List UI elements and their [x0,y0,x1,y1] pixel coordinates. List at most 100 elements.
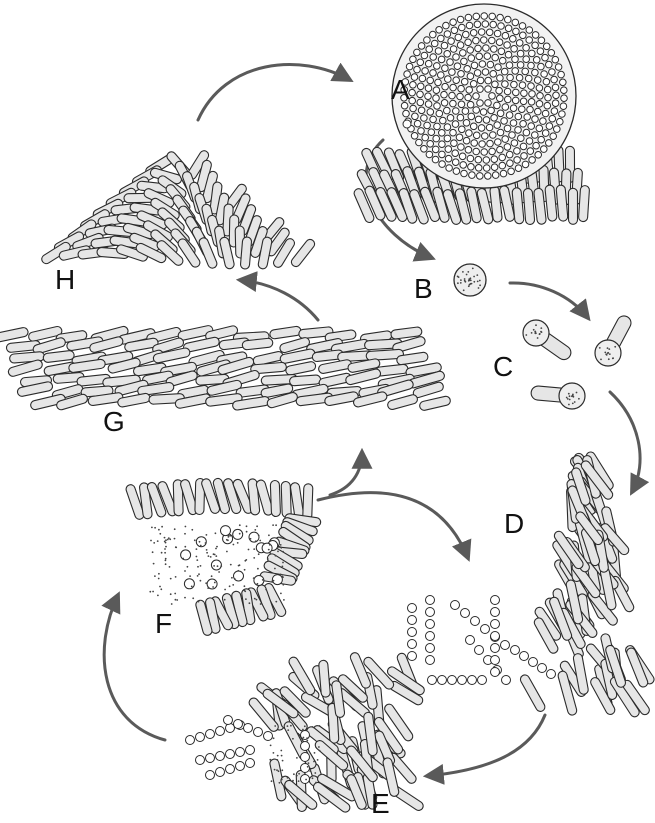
rod-cell [270,480,280,516]
stipple-dot [165,560,167,562]
stipple-dot [184,546,186,548]
round-cell [520,98,527,105]
round-cell [481,625,490,634]
round-cell [485,100,492,107]
round-cell [421,115,428,122]
round-cell [427,77,434,84]
rod-cell [269,326,301,340]
stipple-dot [237,570,239,572]
round-cell [517,50,524,57]
round-cell [485,173,492,180]
round-cell [494,122,501,129]
stipple-dot [280,593,282,595]
stipple-dot [175,576,177,578]
arrow-f-to-d [318,493,468,558]
round-cell [411,133,418,140]
round-cell [254,728,263,737]
round-cell [301,764,310,773]
round-cell [490,21,497,28]
round-cell [475,156,482,163]
stipple-dot [478,287,480,289]
round-cell [462,108,469,115]
stipple-dot [540,331,542,333]
round-cell [184,579,194,589]
round-cell [481,37,488,44]
stipple-dot [165,542,167,544]
stipple-dot [249,602,251,604]
stipple-dot [463,289,465,291]
round-cell [441,100,448,107]
stipple-dot [246,531,248,533]
round-cell [546,123,553,130]
round-cell [481,149,488,156]
stipple-dot [270,745,272,747]
stipple-dot [282,584,284,586]
stipple-dot [224,599,226,601]
round-cell [446,165,453,172]
stipple-dot [567,398,569,400]
round-cell [460,50,467,57]
stipple-dot [256,525,258,527]
stipple-dot [158,578,160,580]
stipple-dot [165,546,167,548]
stipple-dot [607,352,609,354]
round-cell [554,126,561,133]
stage-b-spore [454,264,486,296]
stipple-dot [187,566,189,568]
stipple-dot [165,558,167,560]
stipple-dot [566,397,568,399]
round-cell [512,97,519,104]
round-cell [460,162,467,169]
stipple-dot [312,777,314,779]
round-cell [547,670,556,679]
stage-label-e: E [371,790,390,818]
stipple-dot [269,544,271,546]
stipple-dot [268,534,270,536]
round-cell [236,748,245,757]
stipple-dot [298,780,300,782]
round-cell [466,130,473,137]
stipple-dot [569,399,571,401]
stipple-dot [307,766,309,768]
round-cell [490,132,497,139]
stipple-dot [239,524,241,526]
arrow-c-to-d [610,392,640,492]
round-cell [528,62,535,69]
round-cell [463,137,470,144]
round-cell [434,123,441,130]
round-cell [551,76,558,83]
round-cell [550,133,557,140]
round-cell [216,752,225,761]
round-cell [517,62,524,69]
stipple-dot [457,282,459,284]
stipple-dot [302,729,304,731]
round-cell [473,37,480,44]
round-cell [264,732,273,741]
stipple-dot [470,280,472,282]
round-cell [470,81,477,88]
stipple-dot [469,284,471,286]
stipple-dot [169,538,171,540]
round-cell [504,88,511,95]
round-cell [410,105,417,112]
round-cell [482,21,489,28]
round-cell [487,61,494,68]
stage-label-c: C [493,353,513,381]
round-cell [431,40,438,47]
round-cell [430,70,437,77]
stipple-dot [282,776,284,778]
round-cell [410,56,417,63]
round-cell [497,129,504,136]
stipple-dot [614,346,616,348]
stipple-dot [282,760,284,762]
round-cell [450,84,457,91]
stipple-dot [287,725,289,727]
round-cell [515,165,522,172]
round-cell [470,123,477,130]
round-cell [473,107,480,114]
round-cell [408,628,417,637]
stipple-dot [275,601,277,603]
round-cell [499,162,506,169]
round-cell [450,19,457,26]
round-cell [444,135,451,142]
